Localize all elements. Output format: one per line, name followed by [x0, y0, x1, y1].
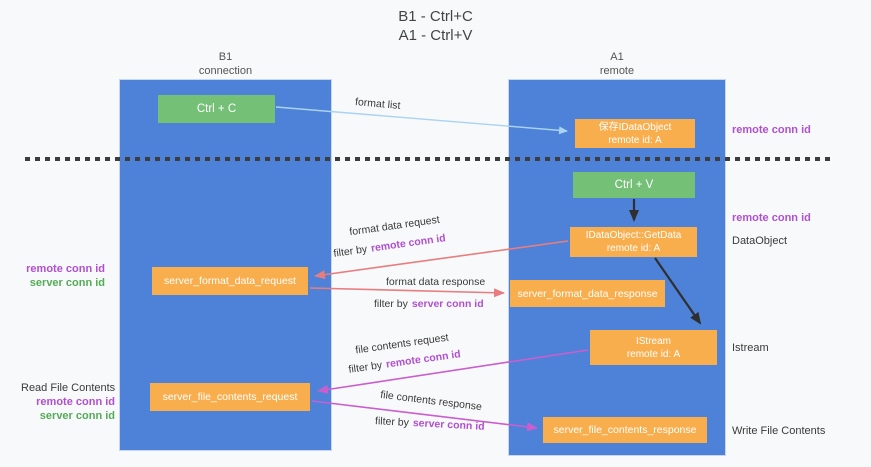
istream-line1: IStream [635, 335, 671, 347]
save-idataobject-line1: 保存IDataObject [598, 121, 672, 133]
dashed-divider [25, 157, 832, 161]
diagram-title: B1 - Ctrl+C A1 - Ctrl+V [0, 7, 871, 45]
format-list-arrow [275, 106, 568, 135]
title-line-1: B1 - Ctrl+C [398, 8, 473, 25]
getdata-line1: IDataObject::GetData [585, 230, 682, 241]
node-idataobject-getdata: IDataObject::GetData remote id: A [570, 227, 697, 257]
lane-header-b1: B1 connection [119, 50, 332, 78]
remote-conn-id-annotation: remote conn id [732, 124, 811, 136]
format-response-label: server_format_data_response [517, 287, 658, 300]
getdata-line2: remote id: A [606, 243, 661, 254]
lane-a1-role: remote [599, 65, 635, 77]
format-response-arrow [309, 287, 505, 298]
remote-conn-id-annotation: remote conn id [732, 212, 811, 224]
annotation-read-file-block: Read File Contents remote conn id server… [21, 381, 115, 423]
filter-by-text: filter by [374, 415, 410, 429]
format-data-response-text: format data response [386, 276, 486, 288]
save-idataobject-line2: remote id: A [608, 134, 662, 146]
node-ctrl-c: Ctrl + C [158, 95, 275, 123]
server-conn-id-text: server conn id [411, 298, 484, 310]
node-server-format-data-response: server_format_data_response [510, 280, 665, 307]
annotation-write-file-contents: Write File Contents [732, 424, 825, 438]
file-request-arrow [317, 349, 589, 394]
format-request-arrow [314, 240, 569, 280]
file-response-label: server_file_contents_response [553, 424, 697, 436]
lane-b1-role: connection [198, 65, 253, 77]
lane-b1-name: B1 [218, 51, 233, 63]
getdata-to-istream-arrow [654, 257, 702, 325]
write-file-contents-text: Write File Contents [732, 425, 826, 437]
title-line-2: A1 - Ctrl+V [398, 27, 473, 44]
annotation-left-conn-ids: remote conn id server conn id [21, 262, 105, 290]
node-ctrl-v: Ctrl + V [573, 172, 695, 198]
server-conn-id-annotation: server conn id [39, 410, 115, 422]
lane-a1-name: A1 [610, 51, 624, 63]
lane-header-a1: A1 remote [508, 50, 726, 78]
file-response-arrow [311, 400, 538, 432]
node-server-format-data-request: server_format_data_request [152, 267, 308, 295]
remote-conn-id-annotation: remote conn id [26, 263, 105, 275]
file-request-label: server_file_contents_request [162, 391, 298, 403]
node-server-file-contents-response: server_file_contents_response [543, 417, 707, 443]
ctrl-v-label: Ctrl + V [614, 179, 654, 191]
node-save-idataobject: 保存IDataObject remote id: A [575, 119, 695, 148]
edge-label-format-data-response: format data response [386, 276, 485, 288]
filter-by-text: filter by [374, 298, 408, 310]
annotation-remote-conn-id-mid: remote conn id [732, 211, 811, 225]
ctrl-c-label: Ctrl + C [196, 103, 237, 115]
read-file-contents-text: Read File Contents [21, 382, 116, 394]
istream-line2: remote id: A [626, 348, 681, 360]
node-server-file-contents-request: server_file_contents_request [150, 383, 310, 411]
annotation-istream: Istream [732, 341, 769, 355]
server-conn-id-annotation: server conn id [29, 277, 105, 289]
annotation-remote-conn-id-top: remote conn id [732, 123, 811, 137]
dataobject-text: DataObject [732, 235, 788, 247]
node-istream: IStream remote id: A [590, 330, 717, 365]
remote-conn-id-annotation: remote conn id [36, 396, 115, 408]
format-request-label: server_format_data_request [164, 275, 296, 287]
istream-text: Istream [732, 342, 769, 354]
annotation-dataobject: DataObject [732, 234, 787, 248]
